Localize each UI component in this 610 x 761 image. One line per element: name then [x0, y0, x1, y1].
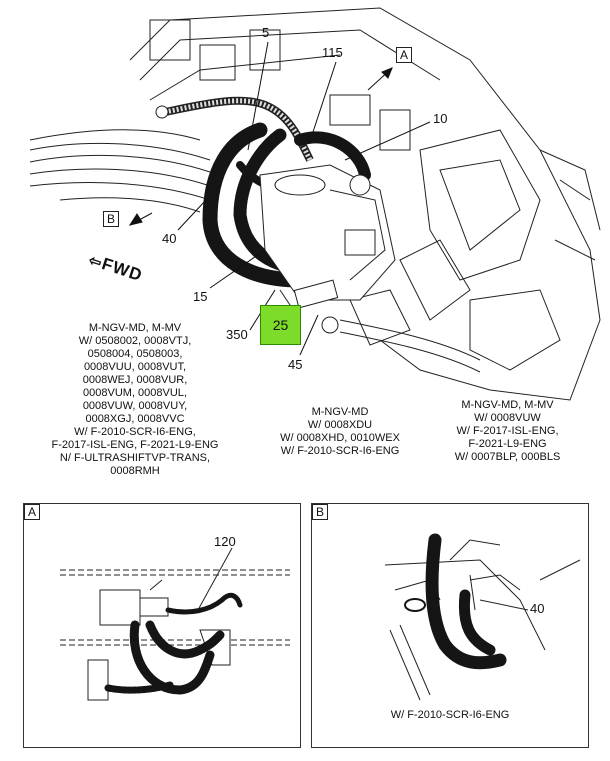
engine-block-outline	[129, 7, 601, 401]
note-panel-b: W/ F-2010-SCR-I6-ENG	[390, 709, 510, 721]
callout-40: 40	[162, 231, 177, 246]
view-label-b: B	[103, 211, 120, 227]
hose-bundle-left	[29, 129, 211, 213]
callout-10: 10	[433, 111, 448, 126]
note-middle: M-NGV-MD W/ 0008XDU W/ 0008XHD, 0010WEX …	[280, 406, 400, 457]
callout-15: 15	[193, 289, 208, 304]
detail-panel-a	[23, 503, 301, 748]
view-label-a: A	[396, 47, 413, 63]
leader-lines-main	[128, 41, 431, 356]
panel-a-cables	[104, 592, 243, 695]
panel-b-cables	[404, 533, 507, 670]
callout-25-highlight[interactable]: 25	[260, 305, 301, 345]
note-right: M-NGV-MD, M-MV W/ 0008VUW W/ F-2017-ISL-…	[454, 399, 561, 463]
detail-panel-b	[311, 503, 589, 748]
panel-a-label: A	[24, 504, 41, 520]
panel-b-label: B	[312, 504, 329, 520]
lower-hoses	[339, 319, 481, 373]
callout-45: 45	[288, 357, 303, 372]
panel-a-artwork	[60, 547, 290, 701]
callout-40-panel-b: 40	[530, 601, 545, 616]
callout-350: 350	[226, 327, 248, 342]
starter-motor	[259, 164, 396, 301]
callout-5: 5	[262, 25, 270, 40]
callout-115: 115	[322, 45, 343, 60]
note-left: M-NGV-MD, M-MV W/ 0508002, 0008VTJ, 0508…	[51, 322, 219, 477]
callout-120: 120	[214, 534, 236, 549]
